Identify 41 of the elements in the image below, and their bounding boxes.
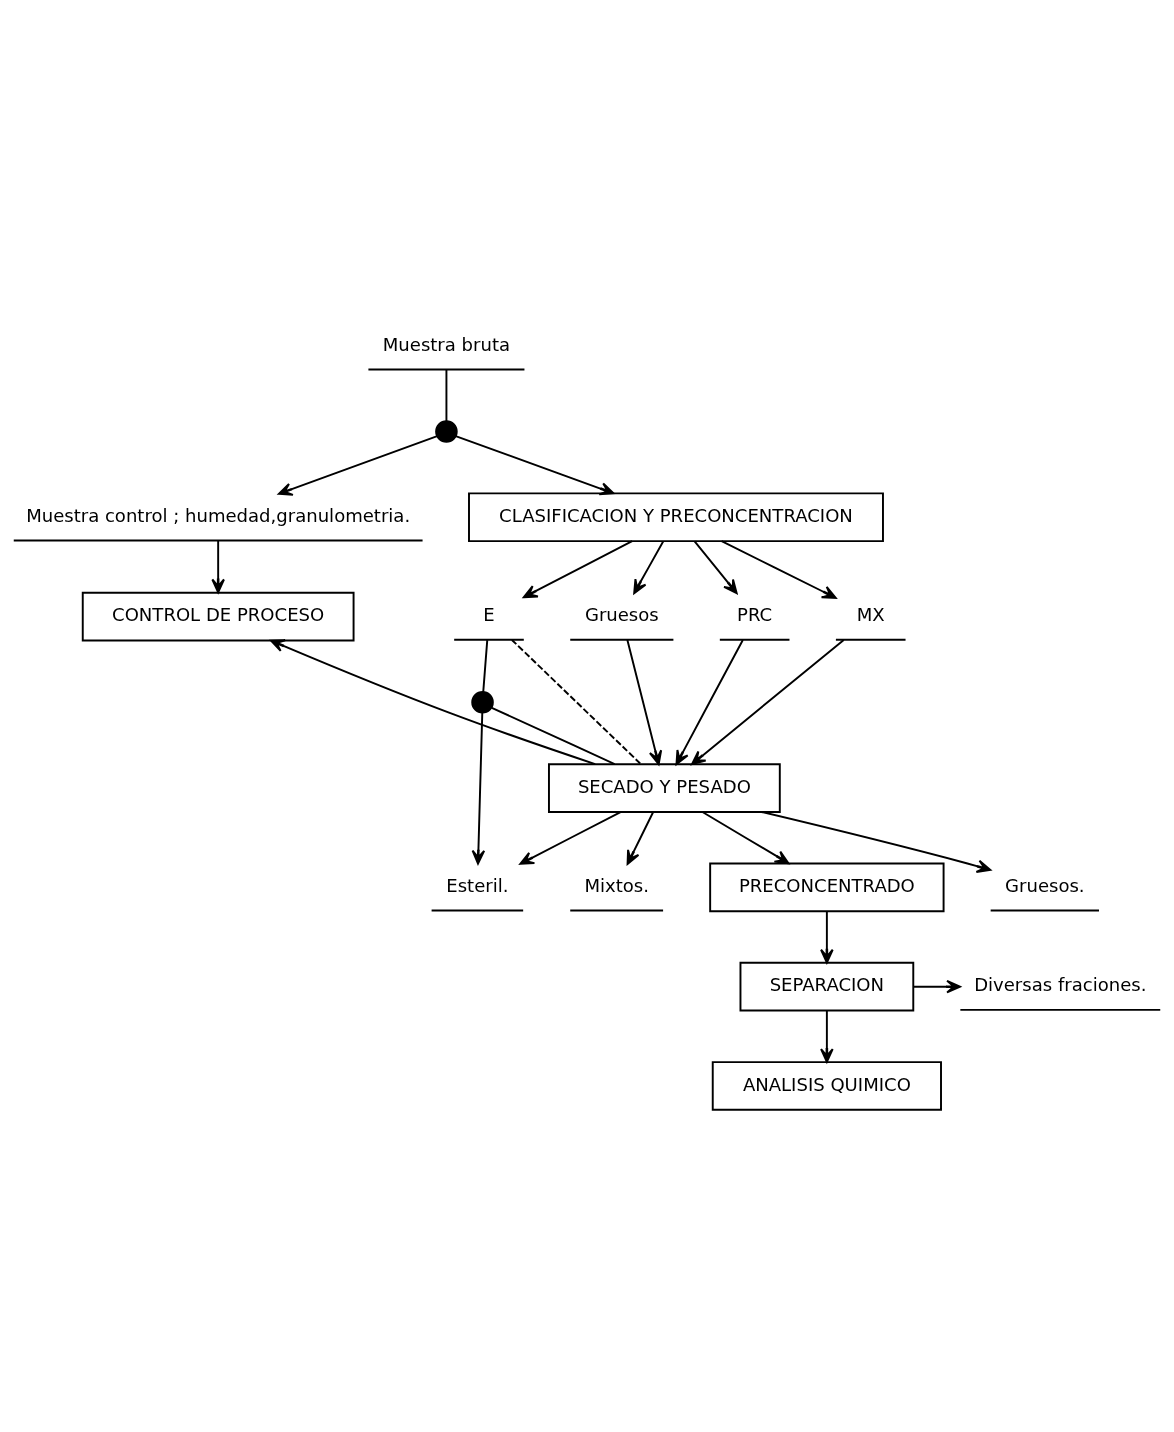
node-text: Gruesos. <box>1005 874 1085 896</box>
arrow <box>522 539 634 598</box>
arrow <box>701 810 790 864</box>
node-text: PRC <box>737 603 773 625</box>
node-text: Muestra control ; humedad,granulometria. <box>26 504 411 526</box>
connector <box>510 638 642 765</box>
node-text: MX <box>856 603 885 625</box>
arrow <box>626 810 655 865</box>
node-box: ANALISIS QUIMICO <box>711 1060 942 1111</box>
connector <box>482 638 489 693</box>
arrow <box>820 910 834 964</box>
node-text: Muestra bruta <box>382 333 511 355</box>
arrow <box>675 638 744 765</box>
node-box: CONTROL DE PROCESO <box>81 591 355 641</box>
node-circle <box>471 690 494 714</box>
connector <box>490 706 616 765</box>
node-box: PRECONCENTRADO <box>709 862 945 912</box>
node-box: SECADO Y PESADO <box>548 762 781 813</box>
arrow <box>820 1009 834 1063</box>
node-box: CLASIFICACION Y PRECONCENTRACION <box>468 491 884 542</box>
arrow <box>693 540 738 594</box>
node-text: E <box>483 603 495 625</box>
arrow <box>471 711 486 865</box>
node-box: SEPARACION <box>739 961 915 1011</box>
node-text: Diversas fraciones. <box>974 973 1147 995</box>
arrow <box>760 810 992 873</box>
arrow <box>633 540 665 594</box>
node-circle <box>435 419 458 443</box>
arrow <box>720 539 837 599</box>
node-text: Mixtos. <box>584 874 649 896</box>
arrow <box>270 638 597 765</box>
arrow <box>626 638 663 765</box>
node-text: Gruesos <box>584 603 659 625</box>
arrow <box>211 539 225 593</box>
arrow <box>912 979 961 993</box>
node-text: Esteril. <box>446 874 509 896</box>
connector <box>445 368 448 422</box>
arrow <box>454 434 615 495</box>
arrow <box>519 810 622 865</box>
arrow <box>691 638 845 765</box>
arrow <box>277 434 439 496</box>
